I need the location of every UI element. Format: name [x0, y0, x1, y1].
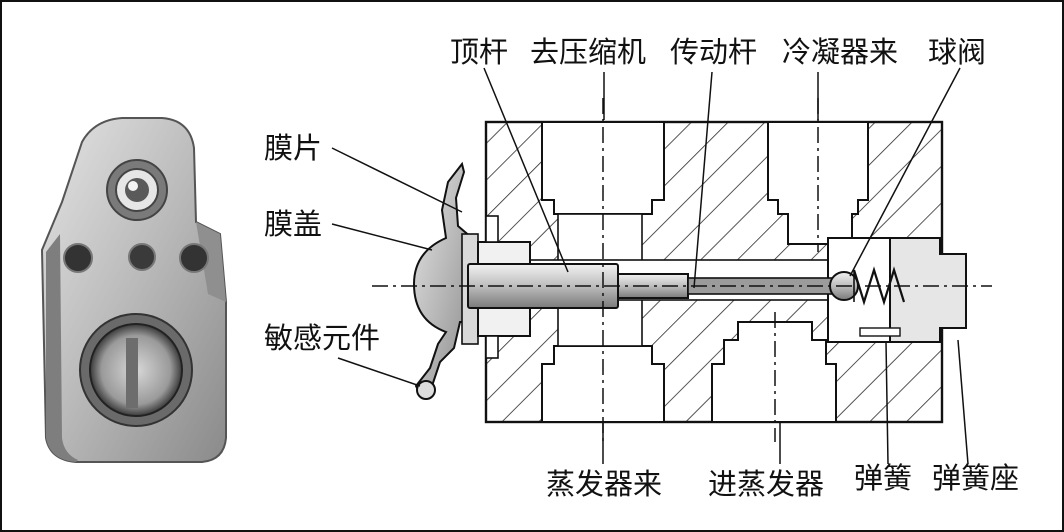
label-spring: 弹簧	[854, 461, 912, 495]
label-from-evaporator: 蒸发器来	[546, 467, 662, 501]
label-to-compressor: 去压缩机	[530, 35, 646, 69]
label-ejector-pin: 顶杆	[450, 35, 508, 69]
label-to-evaporator: 进蒸发器	[708, 467, 824, 501]
valve-photo	[40, 117, 227, 463]
center-lines	[372, 98, 992, 442]
label-diaphragm: 膜片	[264, 131, 322, 165]
label-spring-seat: 弹簧座	[932, 461, 1019, 495]
leader-lines	[331, 67, 969, 465]
label-from-condenser: 冷凝器来	[782, 35, 898, 69]
label-drive-rod: 传动杆	[670, 35, 757, 69]
labels: 顶杆 去压缩机 传动杆 冷凝器来 球阀 膜片 膜盖 敏感元件 蒸发器来 进蒸发器…	[264, 35, 1019, 501]
label-ball-valve: 球阀	[928, 35, 986, 69]
label-sensing-element: 敏感元件	[264, 321, 380, 355]
label-diaphragm-cover: 膜盖	[264, 207, 322, 241]
